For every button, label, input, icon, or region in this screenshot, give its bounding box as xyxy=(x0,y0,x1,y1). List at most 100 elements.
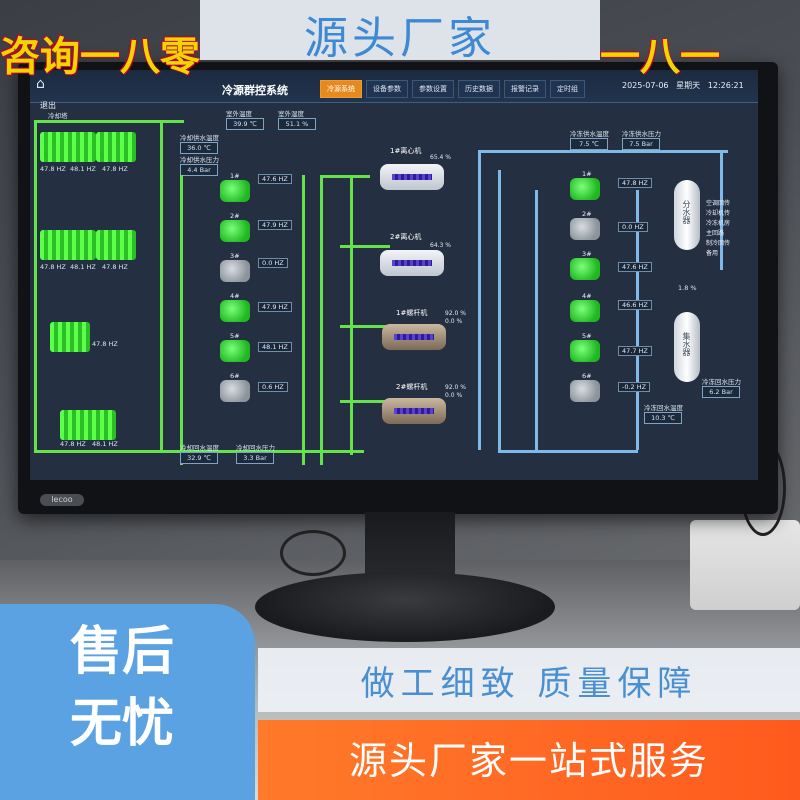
cw-supply-temp-label: 冷却供水温度 xyxy=(180,134,219,142)
tab-alarms[interactable]: 报警记录 xyxy=(504,80,546,98)
chilled-pump[interactable] xyxy=(570,218,600,240)
chilled-pipe xyxy=(498,170,501,450)
chilled-pump-hz: 47.8 HZ xyxy=(618,178,652,188)
chilled-pipe xyxy=(720,150,723,270)
screw-chiller[interactable] xyxy=(382,324,446,350)
supply-header-tank[interactable] xyxy=(674,180,700,250)
nav-tabs: 冷源系统 设备参数 参数设置 历史数据 报警记录 定时组 xyxy=(320,80,585,98)
cooling-pipe xyxy=(320,175,323,465)
cw-return-press-label: 冷却回水压力 xyxy=(236,444,275,452)
chilled-pump[interactable] xyxy=(570,380,600,402)
exit-button[interactable]: 退出 xyxy=(40,101,56,110)
cooling-pipe xyxy=(340,325,390,328)
tower-hz: 47.8 HZ xyxy=(102,165,128,173)
chiller-load-2: 0.0 % xyxy=(445,318,463,325)
tower-hz: 48.1 HZ xyxy=(92,440,118,448)
datetime: 2025-07-06 星期天 12:26:21 xyxy=(622,80,744,91)
cooling-tower[interactable] xyxy=(40,132,96,162)
cooling-tower[interactable] xyxy=(96,230,136,260)
chilled-pipe xyxy=(478,150,728,153)
return-header-label: 集水器 xyxy=(682,332,691,356)
tab-history[interactable]: 历史数据 xyxy=(458,80,500,98)
cw-supply-press-value: 4.4 Bar xyxy=(180,164,218,176)
chilled-pipe xyxy=(636,190,639,450)
time: 12:26:21 xyxy=(707,81,744,90)
cooling-pump-number: 2# xyxy=(230,212,240,220)
cw-supply-press-label: 冷却供水压力 xyxy=(180,156,219,164)
tower-hz: 48.1 HZ xyxy=(70,165,96,173)
chilled-pump[interactable] xyxy=(570,340,600,362)
chiller-name: 2#螺杆机 xyxy=(396,383,428,391)
tab-device-params[interactable]: 设备参数 xyxy=(366,80,408,98)
chw-return-temp-value: 10.3 ℃ xyxy=(644,412,682,424)
cooling-pump[interactable] xyxy=(220,220,250,242)
chw-supply-temp-label: 冷冻供水温度 xyxy=(570,130,609,138)
chw-return-temp-label: 冷冻回水温度 xyxy=(644,404,683,412)
chilled-pump[interactable] xyxy=(570,300,600,322)
cooling-pump[interactable] xyxy=(220,340,250,362)
monitor-stand-base xyxy=(255,572,555,642)
outdoor-humidity-label: 室外湿度 xyxy=(278,110,304,118)
cooling-pipe xyxy=(350,175,353,455)
screw-chiller[interactable] xyxy=(382,398,446,424)
centrifugal-chiller[interactable] xyxy=(380,250,444,276)
cooling-pipe xyxy=(160,120,163,450)
tab-param-settings[interactable]: 参数设置 xyxy=(412,80,454,98)
outdoor-humidity-value: 51.1 % xyxy=(278,118,316,130)
home-icon[interactable]: ⌂ xyxy=(36,76,45,92)
cooling-pipe xyxy=(34,120,37,450)
chilled-pump[interactable] xyxy=(570,258,600,280)
cooling-tower[interactable] xyxy=(96,132,136,162)
cable xyxy=(280,530,346,576)
cooling-pump-number: 6# xyxy=(230,372,240,380)
centrifugal-chiller[interactable] xyxy=(380,164,444,190)
chilled-pipe xyxy=(478,150,481,450)
tower-hz: 48.1 HZ xyxy=(70,263,96,271)
chiller-load: 64.3 % xyxy=(430,242,451,249)
tower-hz: 47.8 HZ xyxy=(102,263,128,271)
cooling-pump[interactable] xyxy=(220,180,250,202)
chilled-pump-number: 2# xyxy=(582,210,592,218)
chw-supply-temp-value: 7.5 ℃ xyxy=(570,138,608,150)
chw-return-press-label: 冷冻回水压力 xyxy=(702,378,741,386)
tab-timer-groups[interactable]: 定时组 xyxy=(550,80,585,98)
cooling-tower[interactable] xyxy=(50,322,90,352)
tab-cold-source[interactable]: 冷源系统 xyxy=(320,80,362,98)
top-banner-text: 源头厂家 xyxy=(304,13,496,64)
cooling-pump[interactable] xyxy=(220,260,250,282)
return-header-tank[interactable] xyxy=(674,312,700,382)
chilled-pump-hz: -0.2 HZ xyxy=(618,382,651,392)
cooling-pump[interactable] xyxy=(220,300,250,322)
top-banner xyxy=(200,0,600,60)
chilled-pump-hz: 0.0 HZ xyxy=(618,222,648,232)
cooling-pump[interactable] xyxy=(220,380,250,402)
cooling-pipe xyxy=(34,120,184,123)
cooling-tower[interactable] xyxy=(60,410,116,440)
scrolling-banner-left: 咨询一八零 xyxy=(0,34,200,80)
monitor-brand-logo: lecoo xyxy=(40,494,84,506)
chw-return-press-value: 6.2 Bar xyxy=(702,386,740,398)
chiller-load: 92.0 % xyxy=(445,384,466,391)
cooling-pump-number: 4# xyxy=(230,292,240,300)
cooling-pump-hz: 47.9 HZ xyxy=(258,302,292,312)
tower-hz: 47.8 HZ xyxy=(60,440,86,448)
cooling-tower[interactable] xyxy=(40,230,96,260)
legend-item: 冷冻机房 xyxy=(706,220,731,227)
chilled-pump[interactable] xyxy=(570,178,600,200)
system-title: 冷源群控系统 xyxy=(222,84,288,97)
date: 2025-07-06 xyxy=(622,81,669,90)
service-strip-text: 源头厂家一站式服务 xyxy=(348,739,709,783)
bypass-valve-value: 1.8 % xyxy=(678,284,697,292)
chiller-load: 65.4 % xyxy=(430,154,451,161)
cooling-pump-number: 1# xyxy=(230,172,240,180)
cooling-pump-number: 3# xyxy=(230,252,240,260)
supply-header-label: 分水器 xyxy=(682,200,691,224)
legend-item: 主回路 xyxy=(706,230,725,237)
chw-supply-press-value: 7.5 Bar xyxy=(622,138,660,150)
cooling-pump-hz: 47.9 HZ xyxy=(258,220,292,230)
legend-item: 冷却机传 xyxy=(706,210,731,217)
cw-return-temp-label: 冷却回水温度 xyxy=(180,444,219,452)
tower-hz: 47.8 HZ xyxy=(40,165,66,173)
chiller-name: 1#螺杆机 xyxy=(396,309,428,317)
chilled-pump-hz: 47.6 HZ xyxy=(618,262,652,272)
